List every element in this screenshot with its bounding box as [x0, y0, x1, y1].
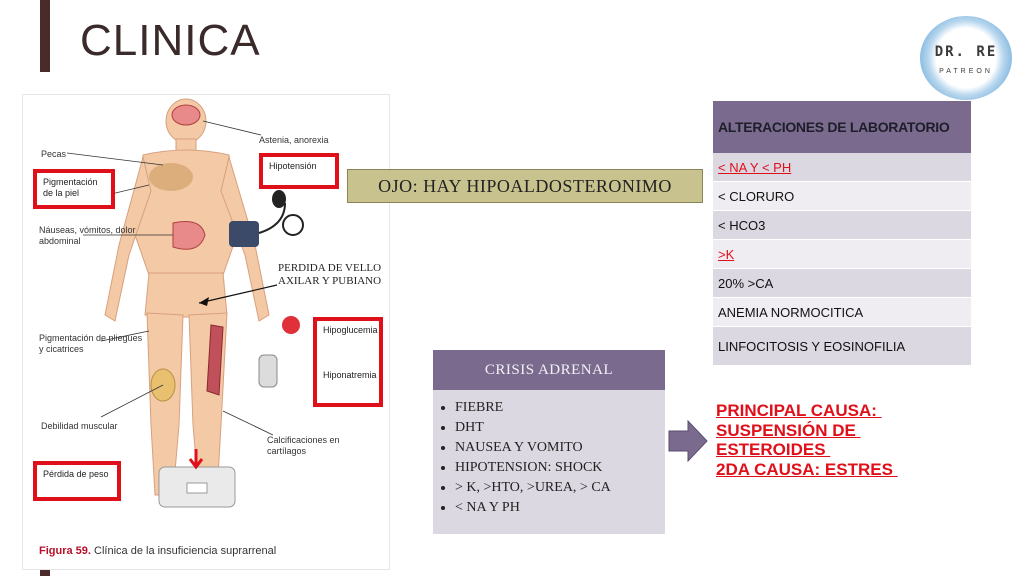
- label-pigmentacion-piel: Pigmentación de la piel: [43, 177, 98, 198]
- caption-text: Clínica de la insuficiencia suprarrenal: [90, 545, 277, 557]
- annotation-perdida-vello: PERDIDA DE VELLO AXILAR Y PUBIANO: [278, 262, 382, 287]
- crisis-item: < NA Y PH: [455, 498, 657, 518]
- lab-row: < NA Y < PH: [713, 153, 971, 182]
- lab-row: ANEMIA NORMOCITICA: [713, 298, 971, 327]
- label-nauseas: Náuseas, vómitos, dolor abdominal: [39, 225, 136, 246]
- slide-title: CLINICA: [80, 16, 261, 65]
- crisis-body: FIEBRE DHT NAUSEA Y VOMITO HIPOTENSION: …: [433, 390, 665, 534]
- caption-number: Figura 59.: [39, 545, 91, 557]
- logo-name: DR. RE: [934, 44, 998, 60]
- lab-row: < CLORURO: [713, 182, 971, 211]
- accent-bar-bottom: [40, 566, 50, 576]
- figure-caption: Figura 59. Clínica de la insuficiencia s…: [39, 545, 276, 557]
- lab-table-header: ALTERACIONES DE LABORATORIO: [713, 101, 971, 153]
- crisis-item: > K, >HTO, >UREA, > CA: [455, 478, 657, 498]
- crisis-item: HIPOTENSION: SHOCK: [455, 458, 657, 478]
- crisis-adrenal-box: CRISIS ADRENAL FIEBRE DHT NAUSEA Y VOMIT…: [433, 350, 665, 534]
- label-calcificaciones: Calcificaciones en cartílagos: [267, 435, 340, 456]
- label-pigmentacion-pliegues: Pigmentación de pliegues y cicatrices: [39, 333, 143, 354]
- label-debilidad: Debilidad muscular: [41, 421, 118, 431]
- label-perdida-peso: Pérdida de peso: [43, 469, 109, 479]
- causa-line: 2DA CAUSA: ESTRES: [716, 459, 898, 479]
- box-pigmentacion-piel: Pigmentación de la piel: [33, 169, 115, 209]
- dr-re-logo: DR. RE PATREON: [920, 16, 1012, 100]
- lab-row: LINFOCITOSIS Y EOSINOFILIA: [713, 327, 971, 366]
- label-astenia: Astenia, anorexia: [259, 135, 329, 145]
- right-arrow-icon: [668, 420, 708, 462]
- box-perdida-peso: Pérdida de peso: [33, 461, 121, 501]
- ojo-banner: OJO: HAY HIPOALDOSTERONIMO: [347, 169, 703, 203]
- clinical-figure: Pecas Astenia, anorexia Pigmentación de …: [22, 94, 390, 570]
- causa-line: ESTEROIDES: [716, 440, 831, 459]
- box-hipotension: Hipotensión: [259, 153, 339, 189]
- box-hipoglucemia-hiponatremia: Hipoglucemia Hiponatremia: [313, 317, 383, 407]
- label-hipotension: Hipotensión: [269, 161, 317, 171]
- causa-line: PRINCIPAL CAUSA:: [716, 401, 882, 420]
- causa-line: SUSPENSIÓN DE: [716, 420, 861, 440]
- causa-text: PRINCIPAL CAUSA: SUSPENSIÓN DE ESTEROIDE…: [716, 401, 898, 479]
- accent-bar: [40, 0, 50, 72]
- body-illustration: [66, 98, 304, 508]
- crisis-item: FIEBRE: [455, 398, 657, 418]
- crisis-header: CRISIS ADRENAL: [433, 350, 665, 390]
- lab-table: ALTERACIONES DE LABORATORIO < NA Y < PH …: [713, 101, 971, 366]
- crisis-item: DHT: [455, 418, 657, 438]
- label-hipoglucemia: Hipoglucemia: [323, 325, 378, 335]
- label-hiponatremia: Hiponatremia: [323, 370, 377, 380]
- crisis-item: NAUSEA Y VOMITO: [455, 438, 657, 458]
- logo-subtitle: PATREON: [939, 68, 993, 75]
- label-pecas: Pecas: [41, 149, 67, 159]
- lab-row: < HCO3: [713, 211, 971, 240]
- lab-row: >K: [713, 240, 971, 269]
- lab-row: 20% >CA: [713, 269, 971, 298]
